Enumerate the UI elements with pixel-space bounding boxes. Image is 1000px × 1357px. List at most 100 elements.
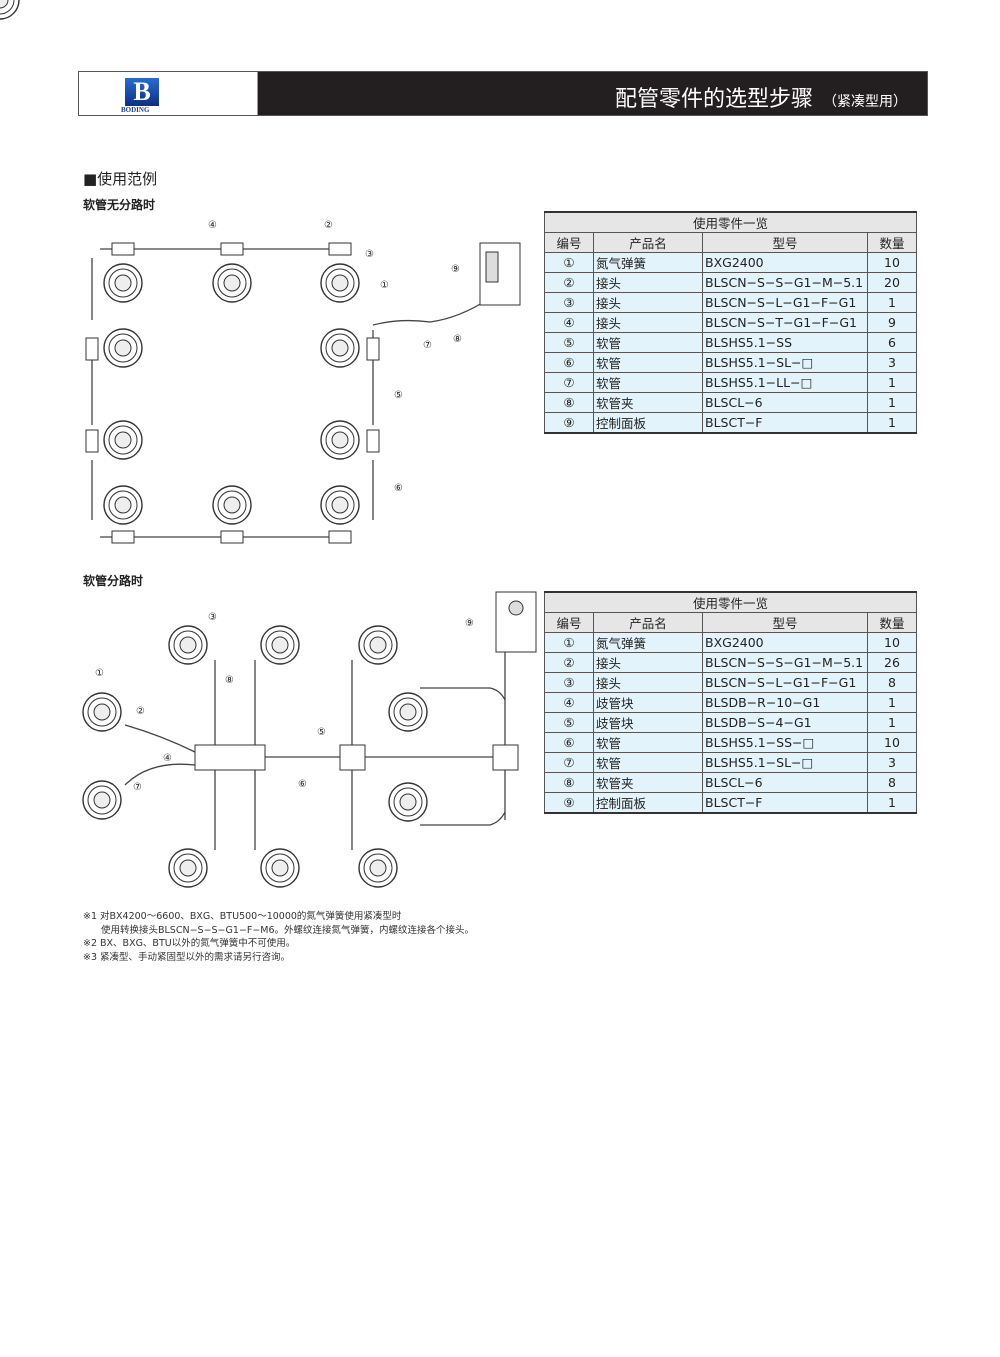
- cell-number: ⑥: [544, 352, 594, 373]
- cell-product: 软管: [593, 372, 703, 393]
- svg-text:⑨: ⑨: [465, 618, 474, 629]
- svg-text:⑧: ⑧: [225, 675, 234, 686]
- note-2: ※2 BX、BXG、BTU以外的氮气弹簧中不可使用。: [83, 938, 296, 949]
- cell-number: ①: [544, 632, 594, 653]
- cell-model: BLSCN−S−S−G1−M−5.1: [702, 652, 868, 673]
- svg-text:③: ③: [365, 249, 374, 260]
- table-caption: 使用零件一览: [544, 591, 917, 613]
- cell-product: 接头: [593, 272, 703, 293]
- svg-text:⑧: ⑧: [453, 334, 462, 345]
- cell-model: BXG2400: [702, 252, 868, 273]
- note-1-cont: 使用转换接头BLSCN−S−S−G1−F−M6。外螺纹连接氮气弹簧，内螺纹连接各…: [101, 924, 475, 936]
- svg-text:①: ①: [380, 280, 389, 291]
- cell-qty: 1: [867, 392, 917, 413]
- header-bar: B BODING 配管零件的选型步骤 （紧凑型用）: [78, 71, 928, 116]
- cell-product: 接头: [593, 312, 703, 333]
- cell-number: ⑧: [544, 392, 594, 413]
- cell-product: 控制面板: [593, 412, 703, 434]
- cell-model: BLSHS5.1−SL−□: [702, 352, 868, 373]
- logo-text: BODING: [121, 106, 150, 114]
- col-header: 数量: [867, 612, 917, 633]
- cell-model: BLSCL−6: [702, 772, 868, 793]
- cell-product: 软管: [593, 732, 703, 753]
- cell-product: 歧管块: [593, 712, 703, 733]
- cell-qty: 1: [867, 292, 917, 313]
- svg-text:⑥: ⑥: [298, 779, 307, 790]
- cell-qty: 8: [867, 772, 917, 793]
- cell-number: ③: [544, 672, 594, 693]
- svg-text:④: ④: [163, 753, 172, 764]
- svg-text:②: ②: [324, 220, 333, 231]
- svg-text:⑤: ⑤: [317, 727, 326, 738]
- cell-product: 软管: [593, 352, 703, 373]
- cell-number: ⑤: [544, 332, 594, 353]
- diagram2-hoses: [124, 599, 506, 850]
- table-caption: 使用零件一览: [544, 211, 917, 233]
- cell-number: ⑦: [544, 372, 594, 393]
- cell-number: ②: [544, 652, 594, 673]
- title-main: 配管零件的选型步骤: [614, 87, 813, 112]
- cell-model: BLSCN−S−S−G1−M−5.1: [702, 272, 868, 293]
- manifold-block-s1: [339, 744, 366, 771]
- svg-text:⑥: ⑥: [394, 483, 403, 494]
- svg-text:⑦: ⑦: [133, 782, 142, 793]
- cell-qty: 3: [867, 752, 917, 773]
- col-header: 产品名: [593, 612, 703, 633]
- cell-model: BXG2400: [702, 632, 868, 653]
- cell-qty: 10: [867, 632, 917, 653]
- cell-product: 氮气弹簧: [593, 632, 703, 653]
- cell-qty: 1: [867, 712, 917, 733]
- col-header: 数量: [867, 232, 917, 253]
- example2-title: 软管分路时: [83, 574, 144, 588]
- cell-number: ①: [544, 252, 594, 273]
- cell-number: ⑤: [544, 712, 594, 733]
- cell-number: ⑥: [544, 732, 594, 753]
- cell-product: 氮气弹簧: [593, 252, 703, 273]
- boding-logo: B BODING: [79, 72, 258, 115]
- cell-model: BLSCN−S−T−G1−F−G1: [702, 312, 868, 333]
- cell-qty: 10: [867, 252, 917, 273]
- cell-number: ④: [544, 692, 594, 713]
- svg-text:⑤: ⑤: [394, 390, 403, 401]
- manifold-block-s2: [492, 744, 519, 771]
- page-title: 配管零件的选型步骤 （紧凑型用）: [615, 81, 907, 113]
- cell-model: BLSHS5.1−SS−□: [702, 732, 868, 753]
- cell-number: ⑨: [544, 412, 594, 434]
- cell-number: ④: [544, 312, 594, 333]
- svg-text:⑨: ⑨: [451, 264, 460, 275]
- cell-qty: 1: [867, 412, 917, 434]
- cell-model: BLSDB−S−4−G1: [702, 712, 868, 733]
- note-1: ※1 对BX4200～6600、BXG、BTU500～10000的氮气弹簧使用紧…: [83, 911, 402, 922]
- cell-product: 软管: [593, 752, 703, 773]
- cell-number: ②: [544, 272, 594, 293]
- cell-qty: 20: [867, 272, 917, 293]
- cell-number: ③: [544, 292, 594, 313]
- cell-number: ⑨: [544, 792, 594, 814]
- section-title: ■使用范例: [83, 170, 158, 188]
- cell-qty: 6: [867, 332, 917, 353]
- cell-model: BLSHS5.1−SL−□: [702, 752, 868, 773]
- cell-qty: 1: [867, 792, 917, 814]
- title-sub: （紧凑型用）: [823, 94, 907, 110]
- cell-product: 控制面板: [593, 792, 703, 814]
- cell-qty: 9: [867, 312, 917, 333]
- svg-text:④: ④: [208, 220, 217, 231]
- cell-product: 软管夹: [593, 772, 703, 793]
- cell-model: BLSCN−S−L−G1−F−G1: [702, 292, 868, 313]
